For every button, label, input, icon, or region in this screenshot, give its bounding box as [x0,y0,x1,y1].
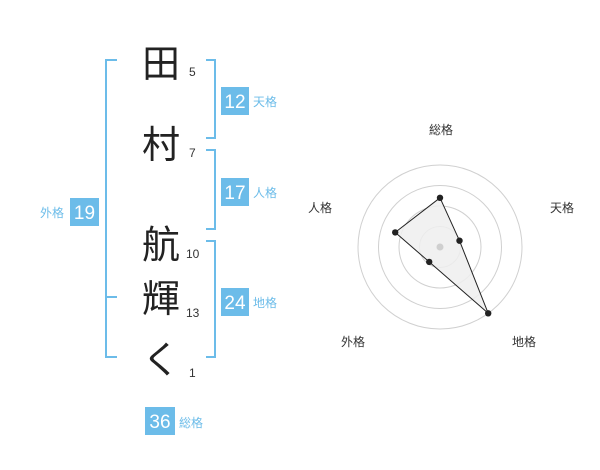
stroke-count-3: 10 [186,247,200,261]
tenkaku-value: 12 [224,92,245,113]
soukaku-box-bg [145,407,175,435]
kaku-boxes: 12 天格 17 人格 24 地格 外格 19 36 総格 [40,87,277,435]
soukaku-box: 36 総格 [145,407,203,435]
stroke-count-1: 5 [189,65,196,79]
stroke-count-2: 7 [189,146,196,160]
radar-label-jinkaku: 人格 [308,200,332,215]
radar-point-1 [436,194,444,201]
jinkaku-value: 17 [224,183,245,204]
name-char-5: く [142,338,180,382]
chikaku-box-bg [221,288,249,316]
jinkaku-label: 人格 [253,185,277,200]
soukaku-label: 総格 [179,415,203,430]
radar-points [392,194,492,317]
bracket-chikaku [206,240,216,358]
stroke-counts: 5 7 10 13 1 [186,65,200,380]
radar-point-5 [392,229,399,236]
gaikaku-box-bg [70,198,99,226]
radar-point-2 [456,237,463,244]
brackets [105,59,216,358]
gaikaku-value: 19 [74,203,95,224]
gaikaku-label: 外格 [40,205,64,220]
radar-axis-labels: 総格 天格 地格 外格 人格 [308,122,574,349]
radar-chart: 総格 天格 地格 外格 人格 [308,122,574,349]
radar-point-4 [426,258,433,266]
name-char-2: 村 [142,123,180,167]
name-characters: 田 村 航 輝 く [142,42,180,382]
radar-label-tenkaku: 天格 [550,200,574,215]
name-char-3: 航 [142,223,180,267]
gaikaku-box: 外格 19 [40,198,99,226]
radar-point-3 [485,310,492,317]
tenkaku-label: 天格 [253,94,277,109]
name-char-1: 田 [142,42,180,86]
radar-center-dot [436,243,444,251]
bracket-jinkaku [206,149,216,230]
chikaku-label: 地格 [253,295,277,310]
radar-label-chikaku: 地格 [512,334,536,349]
radar-label-gaikaku: 外格 [341,334,365,349]
radar-label-soukaku: 総格 [429,122,453,137]
chikaku-value: 24 [224,293,246,314]
tenkaku-box-bg [221,87,249,115]
bracket-outer [105,59,117,358]
radar-polygon [394,197,489,314]
bracket-tenkaku [206,59,216,139]
tenkaku-box: 12 天格 [221,87,277,115]
chikaku-box: 24 地格 [221,288,277,316]
jinkaku-box: 17 人格 [221,178,277,206]
stroke-count-4: 13 [186,306,200,320]
soukaku-value: 36 [149,412,170,433]
radar-ring-4 [357,164,523,330]
radar-ring-3 [378,185,502,309]
stroke-count-5: 1 [189,366,196,380]
name-char-4: 輝 [142,277,180,321]
jinkaku-box-bg [221,178,249,206]
